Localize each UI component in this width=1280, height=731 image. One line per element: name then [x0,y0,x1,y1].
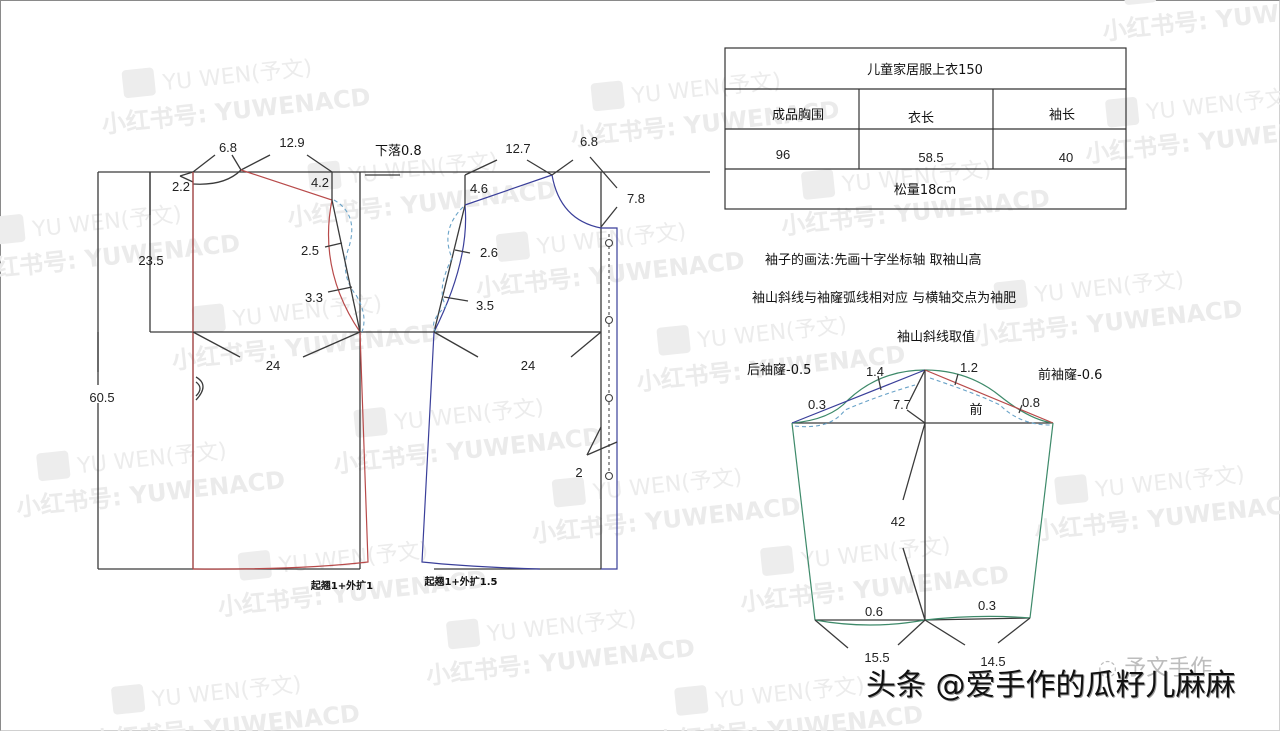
sleeve-hem-front-curve-label: 0.3 [978,598,996,613]
table-header-length: 衣长 [908,110,934,126]
instruction-line-3: 袖山斜线取值 [897,329,975,345]
back-neck-depth-label: 2.2 [172,179,190,194]
sleeve-back-cap-2-label: 0.3 [808,397,826,412]
sleeve-cap-height-label: 7.7 [893,397,911,412]
front-armhole-curve-2-label: 3.5 [476,298,494,313]
back-armhole-curve-1-label: 2.5 [301,243,319,258]
back-shoulder-label: 12.9 [279,135,304,150]
watermark-tile: YU WEN(予文) 小红书号: YUWENACD [217,538,488,621]
table-footer: 松量18cm [894,183,956,198]
instruction-line-1: 袖子的画法:先画十字坐标轴 取袖山高 [765,252,982,268]
back-chest-width-label: 24 [266,358,280,373]
credit-caption: 头条 @爱手作的瓜籽儿麻麻 [866,668,1236,703]
button-markers [604,238,614,481]
back-armhole-curve-2-label: 3.3 [305,290,323,305]
sleeve-back-cap-1-label: 1.4 [866,364,884,379]
instruction-line-2: 袖山斜线与袖窿弧线相对应 与横轴交点为袖肥 [752,290,1016,306]
watermark-tile: YU WEN(予文) 小红书号: YUWENACD [15,439,286,522]
watermark-tile: YU WEN(予文) 小红书号: YUWENACD [1033,462,1280,545]
front-chest-width-label: 24 [521,358,535,373]
table-value-sleeve: 40 [1059,150,1073,165]
sleeve-front-mark: 前 [969,402,982,418]
table-header-sleeve: 袖长 [1049,108,1075,123]
front-neck-width-label: 6.8 [580,134,598,149]
sleeve-length-label: 42 [891,514,905,529]
wechat-watermark: ◌ 予文手作 [1098,656,1213,681]
front-placket-label: 2 [575,465,582,480]
front-shoulder-label: 12.7 [505,141,530,156]
watermark-tile: YU WEN(予文) 小红书号: YUWENACD [0,202,241,285]
button-icon [604,315,614,325]
wechat-icon: ◌ [1098,656,1125,681]
watermark-tile: YU WEN(予文) 小红书号: YUWENACD [90,672,361,731]
back-hem-note: 起翘1+外扩1 [310,579,373,592]
sleeve-cuff-front-label: 14.5 [980,654,1005,669]
svg-text:小红书号: YUWENACD: 小红书号: YUWENACD [1101,0,1280,46]
watermark-tile: YU WEN(予文) 小红书号: YUWENACD [475,220,746,303]
back-bodice-pattern: 6.8 12.9 2.2 4.2 23.5 2.5 3.3 24 60.5 起翘… [82,135,710,592]
svg-text:YU WEN(予文): YU WEN(予文) [1144,85,1280,126]
table-title: 儿童家居服上衣150 [867,62,983,78]
sleeve-pattern: 后袖窿-0.5 前袖窿-0.6 1.4 0.3 1.2 0.8 7.7 前 42… [747,360,1102,669]
front-neck-depth-label: 7.8 [627,191,645,206]
table-value-length: 58.5 [918,150,943,165]
watermark-tile: YU WEN(予文) 小红书号: YUWENACD [1101,0,1280,46]
back-shoulder-drop-label: 4.2 [311,175,329,190]
sleeve-front-cap-1-label: 1.2 [960,360,978,375]
size-table: 儿童家居服上衣150 成品胸围 衣长 袖长 96 58.5 40 松量18cm [724,47,1127,210]
front-bodice-pattern: 下落0.8 12.7 6.8 7.8 4.6 2.6 3.5 24 2 起翘1+… [365,134,645,588]
sleeve-back-armhole-label: 后袖窿-0.5 [747,363,811,378]
watermark-tile: YU WEN(予文) 小红书号: YUWENACD [531,465,802,548]
watermark-tile: YU WEN(予文) 小红书号: YUWENACD [100,56,371,139]
front-shoulder-drop-label: 4.6 [470,181,488,196]
sleeve-front-cap-2-label: 0.8 [1022,395,1040,410]
watermark-tile: YU WEN(予文) 小红书号: YUWENACD [739,534,1010,617]
watermark-tile: YU WEN(予文) 小红书号: YUWENACD [425,607,696,690]
table-value-chest: 96 [776,147,790,162]
watermark-tile: YU WEN(予文) 小红书号: YUWENACD [569,69,840,152]
table-header-chest: 成品胸围 [772,108,824,123]
front-armhole-curve-1-label: 2.6 [480,245,498,260]
back-neck-width-label: 6.8 [219,140,237,155]
button-icon [604,238,614,248]
button-icon [604,471,614,481]
watermark-tile: YU WEN(予文) 小红书号: YUWENACD [635,313,906,396]
back-length-label: 60.5 [89,390,114,405]
watermark-tile: YU WEN(予文) 小红书号: YUWENACD [332,395,603,478]
sleeve-front-armhole-label: 前袖窿-0.6 [1038,367,1102,383]
front-drop-label: 下落0.8 [375,144,422,159]
back-armhole-depth-label: 23.5 [138,253,163,268]
sleeve-hem-back-curve-label: 0.6 [865,604,883,619]
button-icon [604,393,614,403]
front-hem-note: 起翘1+外扩1.5 [423,575,497,588]
sleeve-cuff-back-label: 15.5 [864,650,889,665]
